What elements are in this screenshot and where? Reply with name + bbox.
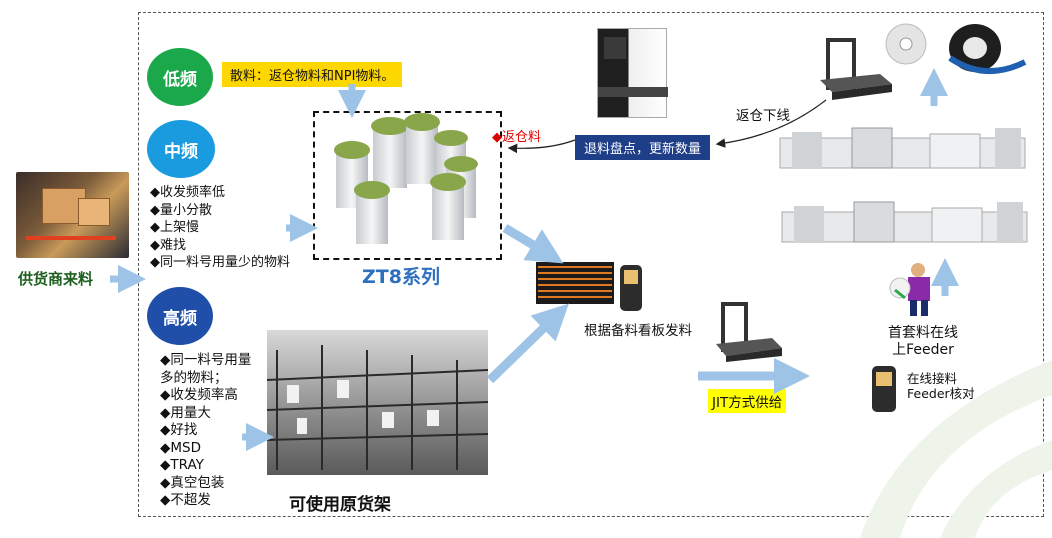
shelf-caption: 可使用原货架	[289, 495, 391, 515]
list-item: ◆好找	[160, 422, 198, 438]
online-feed-line2: Feeder核对	[907, 386, 975, 401]
warning-diamond-icon: ◆	[492, 130, 502, 145]
shelf-photo	[266, 330, 489, 475]
list-item: ◆真空包装	[160, 474, 225, 491]
high-frequency-list: ◆同一料号用量 多的物料； ◆收发频率高 ◆用量大 ◆好找 ◆MSD ◆TRAY…	[160, 352, 251, 510]
arrow-return-to-zt8	[507, 139, 576, 154]
list-item: ◆收发频率高	[160, 387, 238, 403]
worker-icon	[889, 263, 930, 316]
storage-tower	[371, 117, 409, 188]
first-set-caption: 首套料在线 上Feeder	[888, 325, 958, 359]
list-item: ◆量小分散	[150, 202, 212, 218]
first-set-line2: 上Feeder	[892, 342, 954, 358]
low-frequency-note: 散料：返仓物料和NPI物料。	[222, 62, 403, 87]
jit-cart-icon	[716, 302, 782, 362]
list-item: ◆同一料号用量	[160, 352, 252, 368]
high-frequency-badge: 高频	[147, 287, 213, 345]
return-material-label: ◆返仓料	[492, 126, 541, 145]
return-count-tag: 退料盘点，更新数量	[575, 135, 711, 160]
arrow-zt8-to-board	[502, 224, 564, 264]
list-item: 多的物料；	[160, 369, 228, 386]
list-item: ◆MSD	[160, 439, 201, 456]
storage-tower	[354, 181, 390, 244]
process-frame	[138, 12, 1044, 517]
tape-reel-icon	[948, 24, 1027, 74]
list-item: ◆用量大	[160, 404, 211, 421]
counting-machine	[597, 28, 668, 118]
zt8-storage-box	[313, 111, 502, 260]
material-cart-icon	[820, 38, 892, 100]
arrow-offline-to-count	[715, 99, 827, 148]
arrow-shelf-to-board	[486, 303, 569, 384]
supplier-label: 供货商来料	[18, 270, 94, 288]
list-item: ◆难找	[150, 237, 186, 253]
storage-tower	[404, 113, 440, 184]
handheld-scanner-icon	[872, 366, 896, 412]
list-item: ◆不超发	[160, 492, 211, 508]
return-material-text: 返仓料	[502, 130, 542, 145]
mid-frequency-list: ◆收发频率低 ◆量小分散 ◆上架慢 ◆难找 ◆同一料号用量少的物料	[150, 184, 290, 272]
online-feed-caption: 在线接料 Feeder核对	[907, 371, 975, 401]
smt-line-top	[779, 127, 1026, 169]
reel-icon	[885, 23, 927, 65]
list-item: ◆同一料号用量少的物料	[150, 255, 290, 270]
mid-frequency-badge: 中频	[147, 120, 215, 178]
kanban-board	[536, 262, 614, 304]
low-frequency-badge: 低频	[147, 48, 213, 106]
scanner-icon	[620, 265, 642, 311]
supplier-photo	[16, 172, 129, 258]
list-item: ◆上架慢	[150, 220, 199, 235]
online-feed-line1: 在线接料	[907, 371, 958, 386]
list-item: ◆TRAY	[160, 457, 204, 473]
zt8-title: ZT8系列	[362, 266, 440, 288]
list-item: ◆收发频率低	[150, 185, 225, 200]
smt-line-bottom	[781, 201, 1028, 243]
kanban-caption: 根据备料看板发料	[584, 323, 692, 339]
first-set-line1: 首套料在线	[888, 325, 958, 341]
storage-tower	[430, 173, 466, 240]
jit-label: JIT方式供给	[708, 389, 787, 413]
return-offline-label: 返仓下线	[736, 108, 790, 124]
